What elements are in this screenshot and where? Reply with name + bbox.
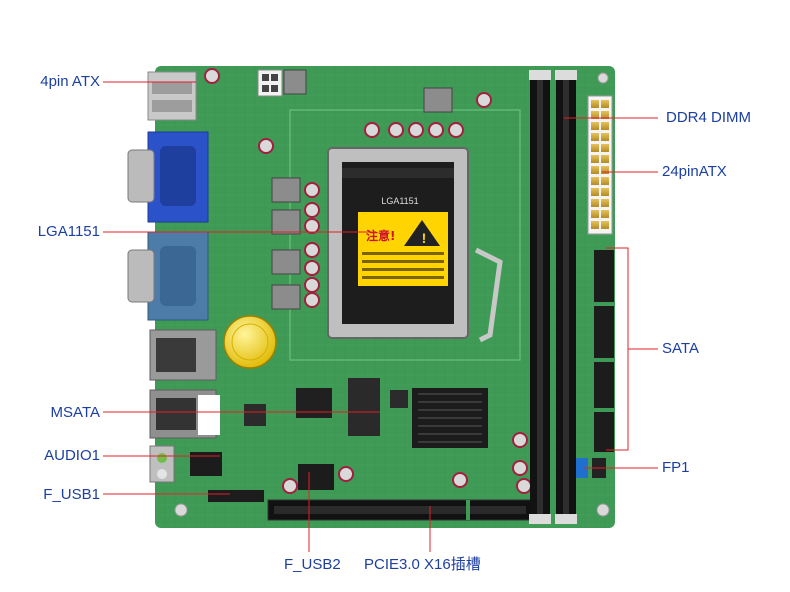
label-sata: SATA (662, 340, 699, 357)
label-lga1151: LGA1151 (37, 223, 100, 240)
label-f-usb1: F_USB1 (43, 486, 100, 503)
leader-lines (103, 81, 658, 552)
label-audio1: AUDIO1 (44, 447, 100, 464)
cmos-battery (223, 315, 277, 369)
label-msata: MSATA (50, 404, 100, 421)
warning-title: 注意! (366, 228, 395, 243)
atx-4pin-connector (257, 69, 283, 97)
label-24pin-atx: 24pinATX (662, 163, 727, 180)
chipset (244, 378, 488, 448)
label-f-usb2: F_USB2 (284, 556, 341, 573)
socket-label: LGA1151 (381, 196, 418, 206)
pcie-x16-slot (267, 499, 533, 521)
sata-ports (594, 250, 614, 452)
label-fp1: FP1 (662, 459, 690, 476)
atx-24pin-connector (587, 95, 613, 235)
label-ddr4-dimm: DDR4 DIMM (666, 109, 751, 126)
rear-io (127, 71, 220, 483)
svg-text:!: ! (422, 230, 427, 246)
ddr4-dimm-slots (529, 70, 577, 524)
label-pcie-x16: PCIE3.0 X16插槽 (364, 556, 481, 573)
vrm-components (204, 68, 532, 494)
label-4pin-atx: 4pin ATX (40, 73, 100, 90)
cpu-socket: ! 注意! LGA1151 (327, 147, 503, 343)
